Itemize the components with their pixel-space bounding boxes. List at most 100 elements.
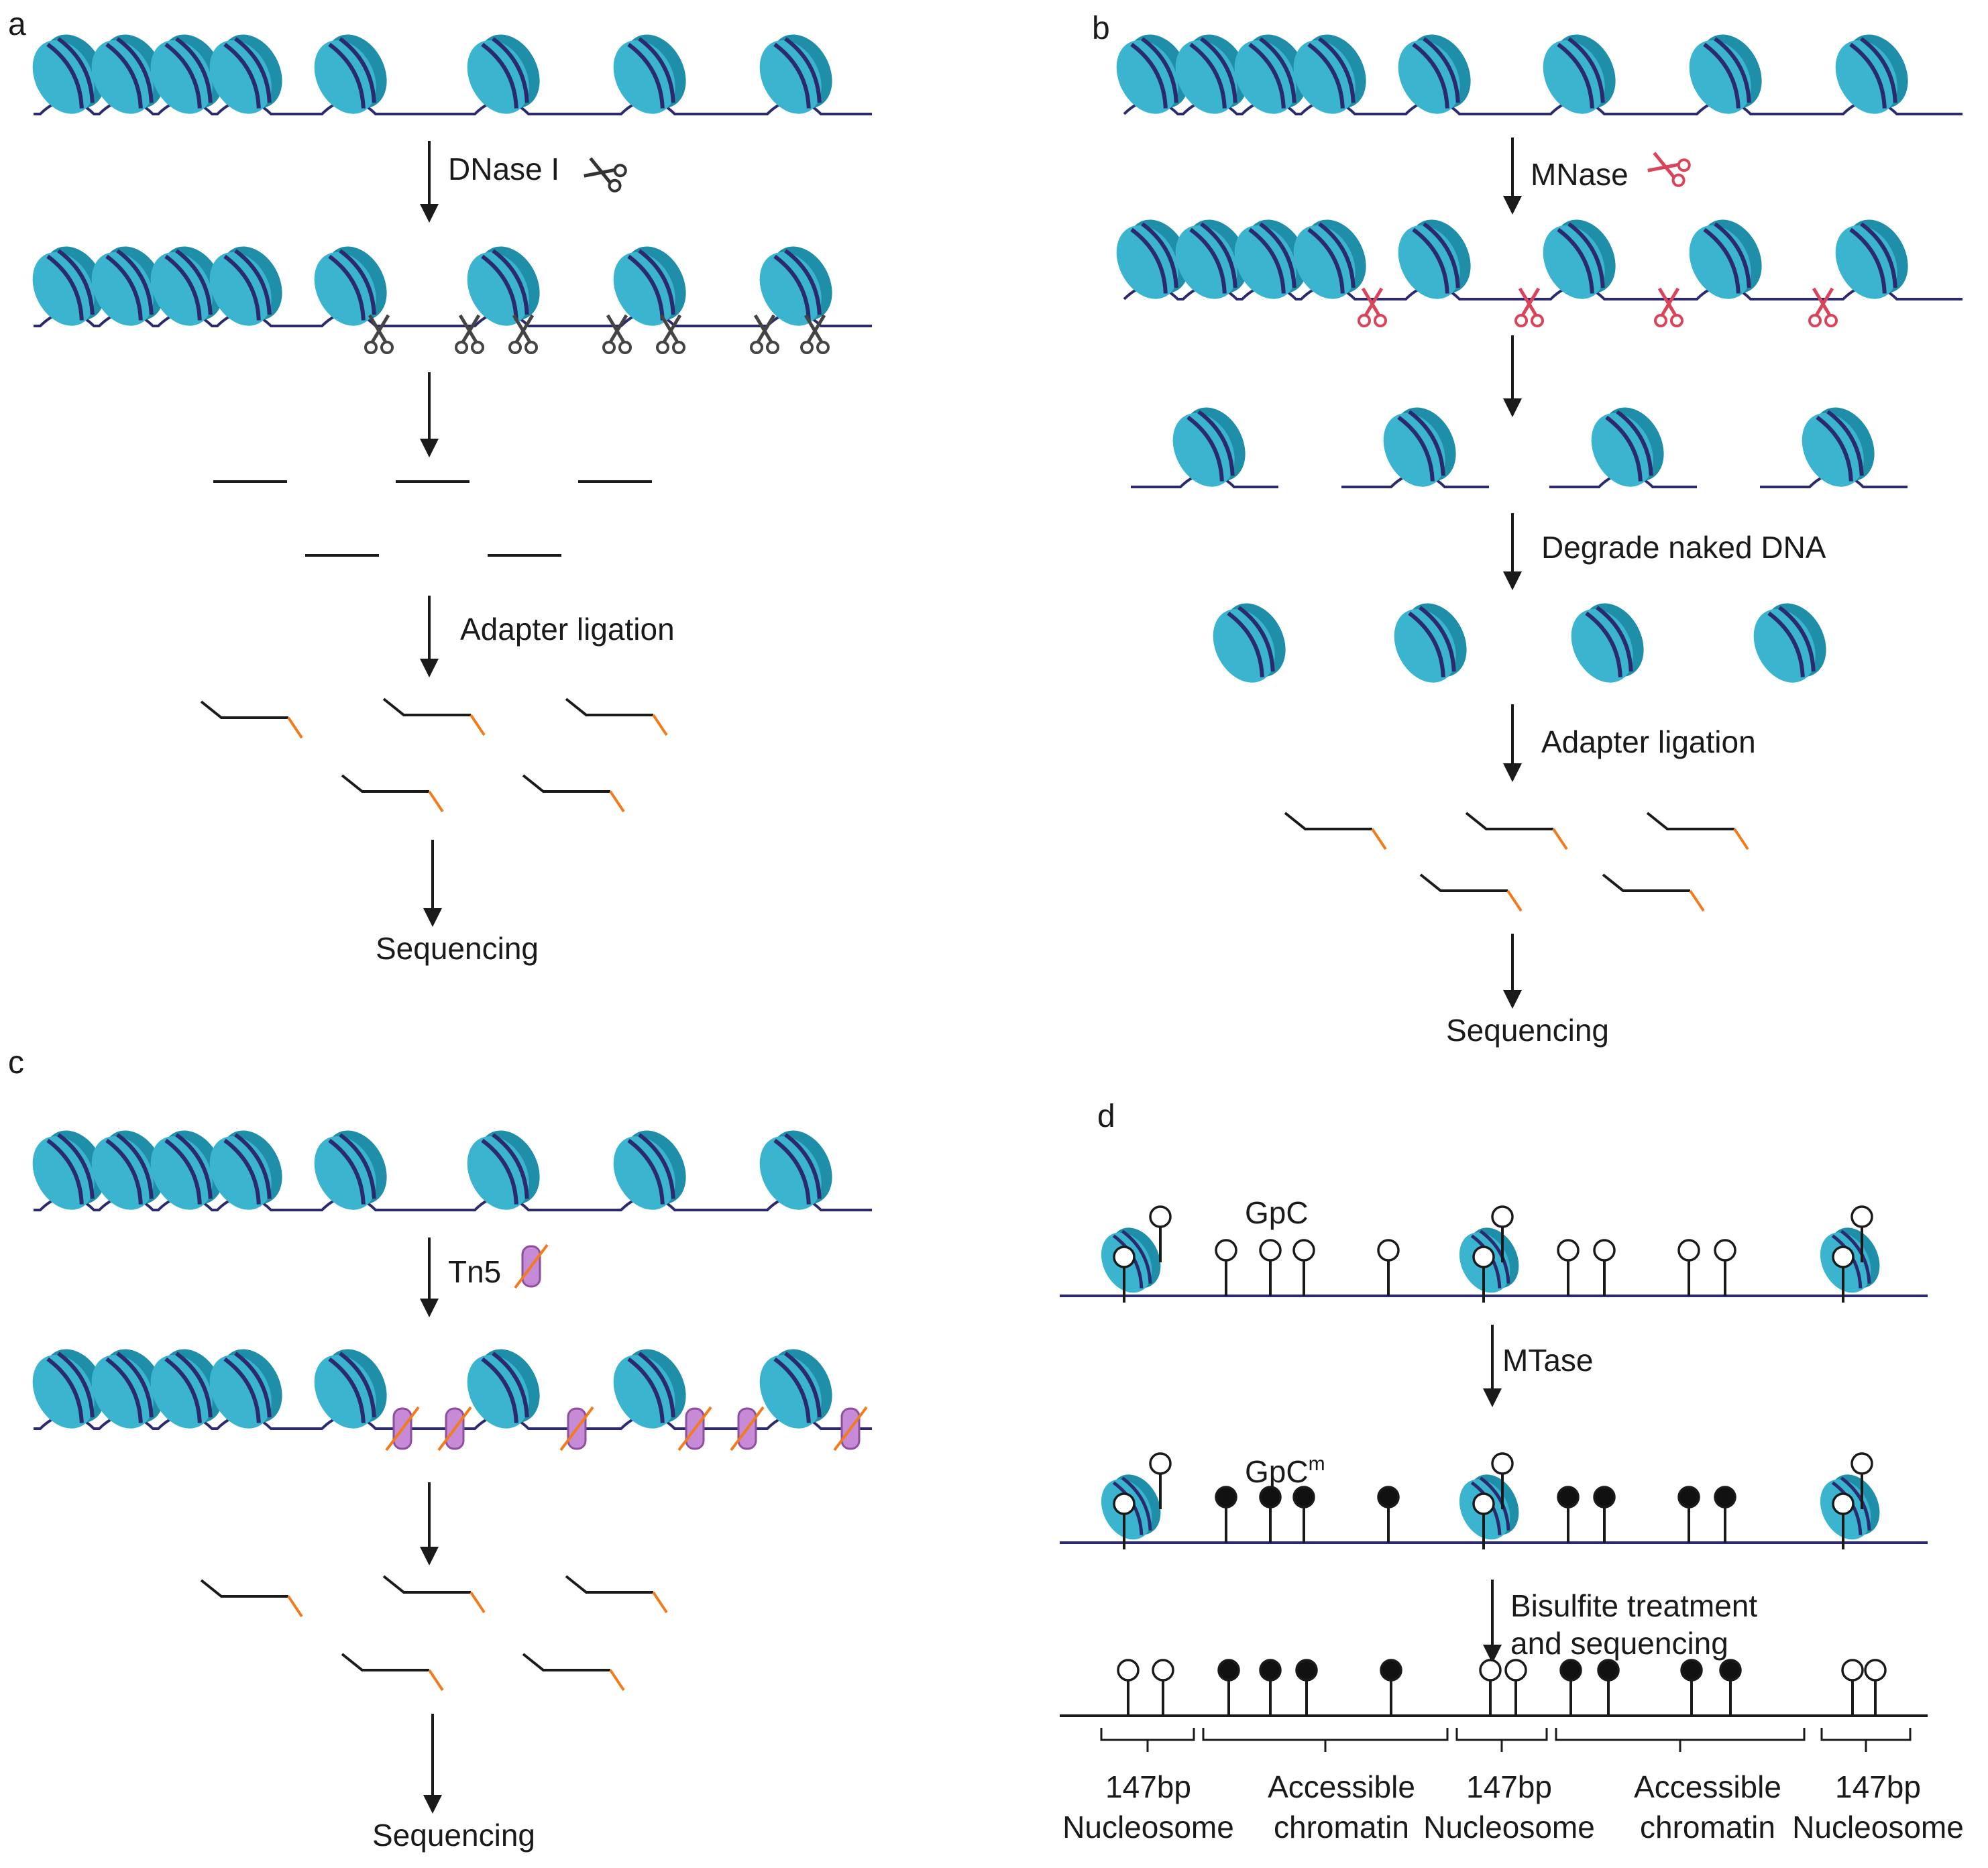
nucleosome [1753, 603, 1826, 683]
nucleosome [314, 1349, 387, 1429]
nucleosome [32, 1349, 105, 1429]
pin-head [1259, 1239, 1282, 1262]
gpcm-superscript: m [1309, 1453, 1325, 1475]
nucleosome [1213, 603, 1286, 683]
adapter-fragment [341, 1653, 444, 1692]
handle [800, 341, 814, 354]
scissors-icon [1358, 287, 1387, 327]
unmethylated-gpc [1677, 1239, 1700, 1296]
unmethylated-gpc [1491, 1205, 1514, 1262]
methylated-gpc [1597, 1659, 1620, 1716]
pin-head [1491, 1452, 1514, 1475]
nucleosome [467, 1130, 540, 1210]
nucleosome [1689, 34, 1762, 114]
tn5-complex [730, 1406, 765, 1451]
nucleosome [209, 246, 282, 326]
pin-head [1380, 1659, 1402, 1682]
region-label-bottom: Nucleosome [1423, 1810, 1595, 1845]
nucleosome [32, 1130, 105, 1210]
adapter [428, 790, 444, 813]
methylated-gpc [1719, 1659, 1742, 1716]
nucleosome [613, 1349, 686, 1429]
unmethylated-gpc [1152, 1659, 1174, 1716]
methylated-gpc [1380, 1659, 1402, 1716]
dna-wrap [105, 42, 143, 109]
region-label-bottom: chromatin [1274, 1810, 1409, 1845]
pin-head [1152, 1659, 1174, 1682]
pin-head [1557, 1239, 1580, 1262]
sequencing-label: Sequencing [1446, 1013, 1609, 1048]
chromatin-fiber-cut [1116, 219, 1963, 327]
dna-wrap [1419, 606, 1456, 672]
unmethylated-gpc [1472, 1246, 1495, 1303]
handle [672, 341, 685, 354]
dna-wrap [46, 1357, 84, 1423]
region-label-top: 147bp [1105, 1769, 1191, 1804]
dna-fragment [1465, 812, 1553, 830]
blade [589, 157, 612, 184]
region-bracket [1455, 1728, 1548, 1752]
nucleosome [1835, 34, 1908, 114]
pin-head [1259, 1486, 1282, 1508]
pin-head [1113, 1246, 1136, 1268]
unmethylated-gpc [1864, 1659, 1887, 1716]
dna-wrap [1849, 227, 1887, 294]
dna-wrap [638, 37, 675, 103]
region-bracket [1820, 1728, 1912, 1752]
blade [1660, 287, 1680, 317]
pin-head [1479, 1659, 1502, 1682]
nucleosome [314, 246, 387, 326]
adapter-fragment [1284, 812, 1387, 850]
blade [806, 314, 826, 343]
handle [1654, 314, 1667, 327]
dna-wrap [234, 249, 272, 315]
nucleosome [759, 34, 832, 114]
dna-wrap [1259, 37, 1296, 103]
unmethylated-gpc [1472, 1492, 1495, 1549]
adapter-fragment [200, 700, 303, 739]
handle [766, 341, 779, 354]
dna-fragment [1646, 812, 1734, 830]
dna-wrap [492, 249, 529, 315]
unmethylated-gpc [1479, 1659, 1502, 1716]
adapter [1506, 889, 1523, 912]
handle [816, 341, 830, 354]
nucleosome [150, 1130, 223, 1210]
dna-wrap [1412, 42, 1449, 109]
handle [618, 341, 632, 354]
dna-wrap [57, 1352, 95, 1418]
pin-head [1593, 1486, 1616, 1508]
pin-head [1217, 1659, 1240, 1682]
dna-wrap [481, 254, 518, 321]
dna-fragment [522, 1653, 610, 1671]
scissors-icon [1808, 287, 1838, 327]
region-bracket [1100, 1728, 1195, 1752]
dna-wrap [175, 37, 213, 103]
region-labels: 147bpNucleosomeAccessiblechromatin147bpN… [1062, 1769, 1964, 1845]
pin-head [1864, 1659, 1887, 1682]
scissors-icon [750, 314, 779, 354]
nucleosome [209, 34, 282, 114]
nucleosome [613, 34, 686, 114]
nucleosome [613, 246, 686, 326]
gpc-unmethylated-fiber [1060, 1205, 1928, 1303]
pin-head [1377, 1486, 1400, 1508]
adapter-fragment [1465, 812, 1568, 850]
methylated-gpc [1259, 1486, 1282, 1543]
pin-head [1504, 1659, 1527, 1682]
dna-wrap [1197, 410, 1235, 476]
nucleosome [32, 246, 105, 326]
dna-wrap [492, 1352, 529, 1418]
nucleosome [1398, 219, 1471, 299]
dna-wrap [164, 42, 202, 109]
dna-wrap [638, 249, 675, 315]
nucleosome [1591, 407, 1664, 487]
pin-head [1295, 1659, 1318, 1682]
blade [1814, 287, 1834, 317]
handle [613, 164, 627, 178]
blade [514, 314, 535, 343]
dna-wrap [57, 1133, 95, 1199]
region-label-bottom: Nucleosome [1062, 1810, 1234, 1845]
region-label-top: Accessible [1268, 1769, 1415, 1804]
dna-wrap [116, 249, 154, 315]
